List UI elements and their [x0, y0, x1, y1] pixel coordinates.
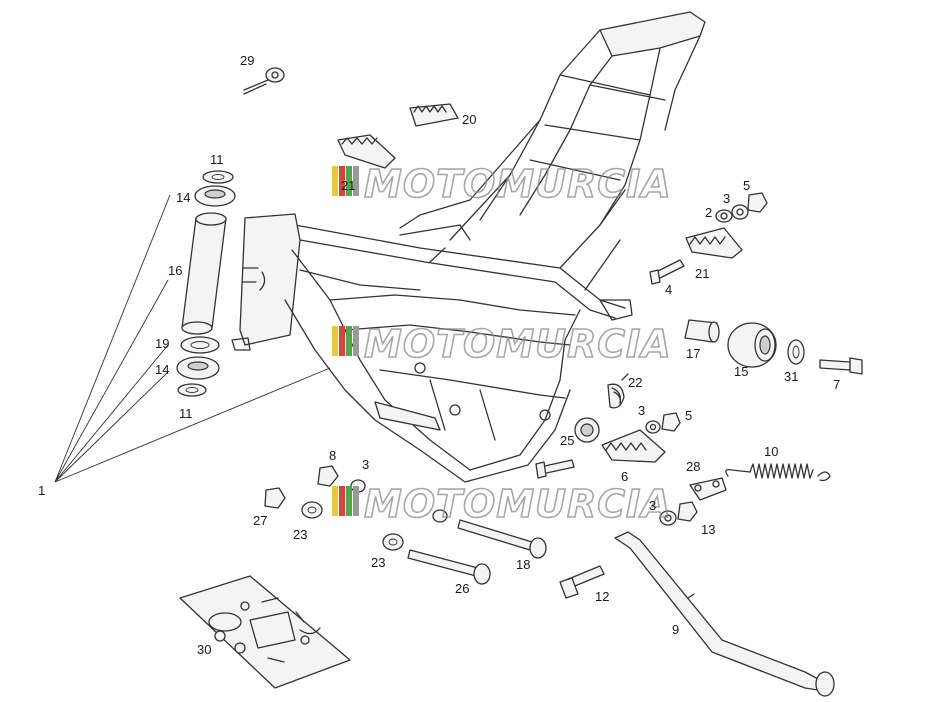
watermark-3: MOTOMURCIA: [332, 481, 672, 527]
part-label: 14: [155, 362, 169, 377]
part-label: 3: [362, 457, 369, 472]
part-label: 3: [723, 191, 730, 206]
part-label: 28: [686, 459, 700, 474]
steering-parts: [54, 170, 331, 483]
part-label: 14: [176, 190, 190, 205]
part-label: 11: [210, 152, 224, 167]
part-label: 23: [371, 555, 385, 570]
part-label: 31: [784, 369, 798, 384]
part-label: 27: [253, 513, 267, 528]
part-label: 29: [240, 53, 254, 68]
part-label: 17: [686, 346, 700, 361]
part-label: 21: [695, 266, 709, 281]
watermark-text: MOTOMURCIA: [364, 322, 672, 366]
part-label: 5: [685, 408, 692, 423]
part-label: 13: [701, 522, 715, 537]
part-label: 5: [743, 178, 750, 193]
part-label: 16: [168, 263, 182, 278]
part-label: 15: [734, 364, 748, 379]
part-label: 3: [638, 403, 645, 418]
watermark-1: MOTOMURCIA: [332, 161, 672, 207]
part-label: 3: [649, 498, 656, 513]
part-label: 8: [329, 448, 336, 463]
small-parts-right: [535, 192, 863, 697]
watermark-2: MOTOMURCIA: [332, 321, 672, 367]
small-parts-top: [243, 67, 459, 169]
part-label: 20: [462, 112, 476, 127]
watermark-text: MOTOMURCIA: [364, 482, 672, 526]
part-label: 26: [455, 581, 469, 596]
part-label: 25: [560, 433, 574, 448]
part-label: 10: [764, 444, 778, 459]
part-label: 1: [38, 483, 45, 498]
part-labels: 29 20 21 11 14 16 19 14 11 1 2 3 5 21 4 …: [38, 53, 840, 657]
part-label: 11: [179, 406, 193, 421]
hardware-kit-bag: [179, 575, 351, 689]
part-label: 12: [595, 589, 609, 604]
part-label: 2: [705, 205, 712, 220]
part-label: 6: [621, 469, 628, 484]
main-frame: [231, 11, 706, 483]
part-label: 18: [516, 557, 530, 572]
part-label: 23: [293, 527, 307, 542]
watermark-text: MOTOMURCIA: [364, 162, 672, 206]
part-label: 7: [833, 377, 840, 392]
part-label: 19: [155, 336, 169, 351]
part-label: 30: [197, 642, 211, 657]
part-label: 9: [672, 622, 679, 637]
part-label: 22: [628, 375, 642, 390]
part-label: 21: [341, 178, 355, 193]
part-label: 4: [665, 282, 672, 297]
